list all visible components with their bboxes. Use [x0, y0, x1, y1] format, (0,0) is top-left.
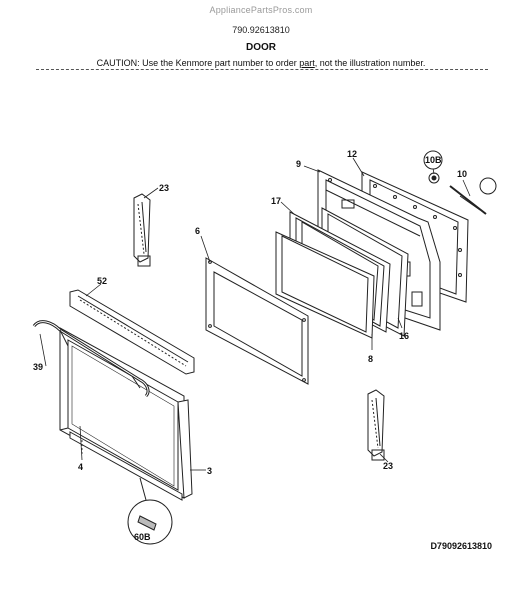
- page-title: DOOR: [246, 42, 276, 53]
- callout-60b: 60B: [134, 532, 151, 542]
- part-60b-screw-detail[interactable]: [127, 477, 173, 545]
- callout-4: 4: [78, 462, 83, 472]
- callout-9: 9: [296, 159, 301, 169]
- model-number: 790.92613810: [232, 25, 290, 35]
- part-3-door-trim[interactable]: [69, 399, 193, 501]
- callout-16: 16: [399, 331, 409, 341]
- part-6-window-frame[interactable]: [205, 257, 309, 385]
- header-divider: [36, 69, 488, 70]
- caution-note: CAUTION: Use the Kenmore part number to …: [0, 58, 522, 68]
- callout-leaders: [39, 157, 471, 471]
- callout-10: 10: [457, 169, 467, 179]
- caution-part-link[interactable]: part: [299, 58, 315, 68]
- part-52-vent-trim[interactable]: [69, 289, 195, 375]
- callout-39: 39: [33, 362, 43, 372]
- callout-8: 8: [368, 354, 373, 364]
- part-39-door-handle[interactable]: [32, 320, 150, 398]
- part-8-glass-panel[interactable]: [275, 231, 375, 339]
- callout-3: 3: [207, 466, 212, 476]
- diagram-code: D79092613810: [430, 541, 492, 551]
- callout-10b-bubble: 10B: [423, 150, 443, 170]
- part-23-hinge-top[interactable]: [133, 193, 151, 267]
- callout-52: 52: [97, 276, 107, 286]
- part-10-door-stop-rod[interactable]: [449, 177, 497, 215]
- callout-12: 12: [347, 149, 357, 159]
- part-10b-nut[interactable]: [428, 172, 440, 184]
- caution-text-suffix: , not the illustration number.: [314, 58, 426, 68]
- callout-17: 17: [271, 196, 281, 206]
- callout-23-top: 23: [159, 183, 169, 193]
- callout-6: 6: [195, 226, 200, 236]
- caution-text-prefix: CAUTION: Use the Kenmore part number to …: [96, 58, 300, 68]
- part-23-hinge-bottom[interactable]: [367, 389, 385, 461]
- callout-10b: 10B: [425, 155, 442, 165]
- callout-23-bottom: 23: [383, 461, 393, 471]
- site-watermark: AppliancePartsPros.com: [209, 5, 313, 15]
